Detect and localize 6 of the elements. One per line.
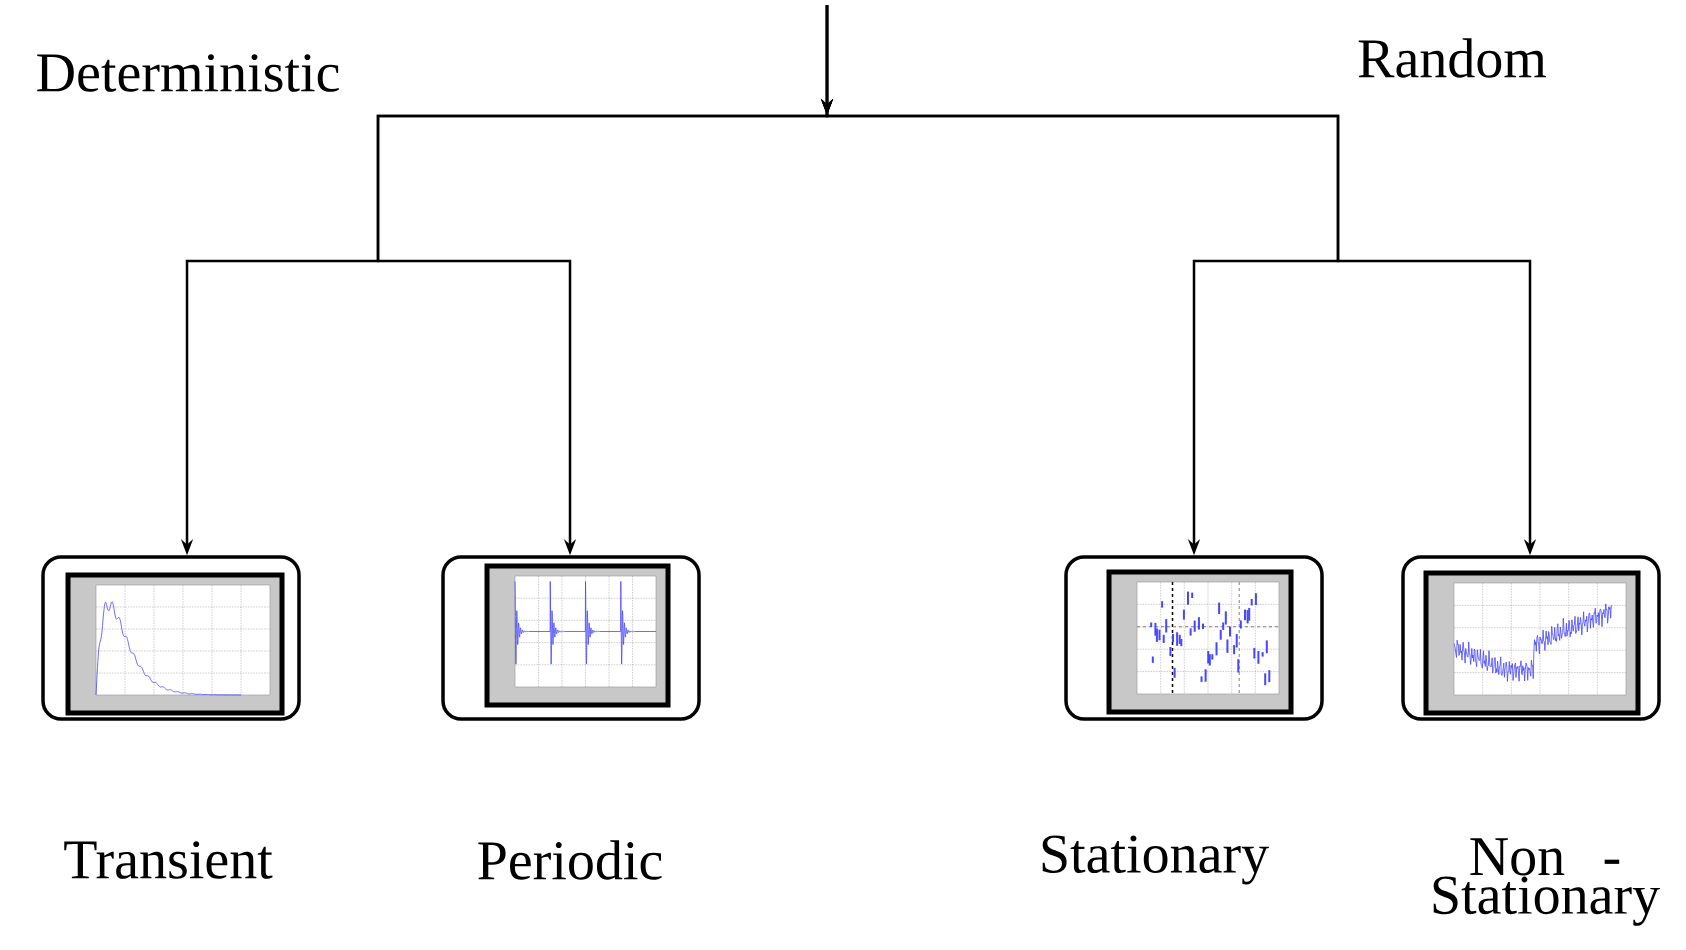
branch-label: Deterministic: [37, 54, 339, 92]
branch-label: Random: [1358, 38, 1547, 78]
box-caption: Stationary: [1042, 835, 1269, 885]
box-caption: Non - Stationary: [1433, 838, 1660, 926]
box-caption: Transient: [64, 841, 273, 879]
box-caption: Periodic: [478, 840, 662, 880]
